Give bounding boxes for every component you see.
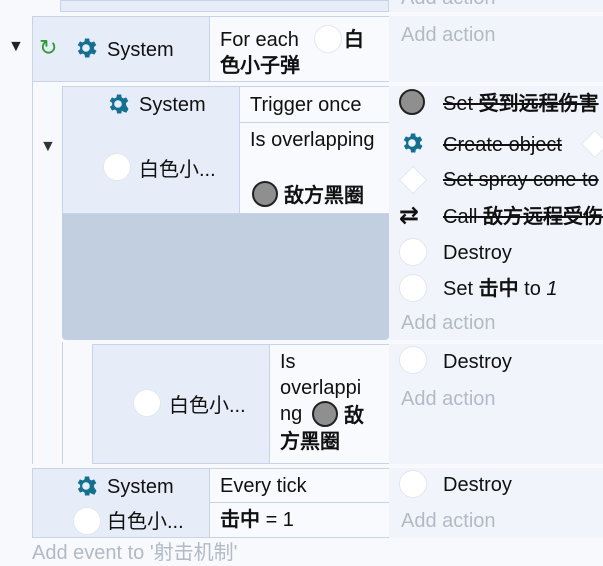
condition-cell[interactable]: Every tick xyxy=(209,469,389,503)
add-action-link[interactable]: Add action xyxy=(401,510,496,532)
object-icon xyxy=(73,507,101,535)
prev-actions: Add action xyxy=(389,0,603,12)
action-row[interactable]: Destroy xyxy=(389,468,603,502)
action-text: Call 敌方远程受伤 xyxy=(443,206,603,228)
condition-target: 敌方黑圈 xyxy=(284,185,364,207)
add-action-link[interactable]: Add action xyxy=(401,24,496,46)
condition-text: For each xyxy=(220,29,299,51)
object-icon xyxy=(398,165,428,195)
object-icon xyxy=(399,274,427,302)
object-label: System xyxy=(107,39,174,61)
object-icon xyxy=(312,401,338,427)
action-row[interactable]: Create object xyxy=(389,126,603,162)
object-icon xyxy=(399,89,425,115)
indent-guide xyxy=(32,82,33,464)
object-icon xyxy=(252,181,278,207)
sub-event-conditions[interactable]: 白色小... Is overlappi ng 敌 方黑圈 xyxy=(92,344,389,464)
gear-icon xyxy=(77,38,97,58)
sub-event-conditions[interactable]: System Trigger once 白色小... Is overlappin… xyxy=(62,86,389,214)
action-text: Set 受到远程伤害 xyxy=(443,93,599,115)
condition-text: 击中 = 1 xyxy=(220,509,294,531)
action-row[interactable]: Set spray cone to xyxy=(389,164,603,196)
add-action-link[interactable]: Add action xyxy=(401,388,496,410)
condition-cell[interactable]: Trigger once xyxy=(239,87,389,123)
condition-text: Every tick xyxy=(220,475,307,497)
action-text: Destroy xyxy=(443,474,512,496)
condition-object-cell: ↻ System xyxy=(33,17,209,81)
indent-guide xyxy=(62,342,63,464)
object-label: 白色小... xyxy=(107,511,184,533)
event-conditions[interactable]: System 白色小... Every tick 击中 = 1 xyxy=(32,468,389,538)
add-action-link[interactable]: Add action xyxy=(401,312,496,334)
condition-cell[interactable]: 击中 = 1 xyxy=(209,503,389,537)
action-text: Set 击中 to 1 xyxy=(443,278,558,300)
event-actions: Destroy Add action xyxy=(389,468,603,538)
object-label: 白色小... xyxy=(139,159,216,181)
action-row[interactable]: Set 受到远程伤害 xyxy=(389,86,603,122)
object-icon xyxy=(399,346,427,374)
loop-icon: ↻ xyxy=(39,35,58,60)
event-conditions[interactable]: ↻ System For each 白色小子弹 xyxy=(32,16,389,82)
action-row[interactable]: ⇄ Call 敌方远程受伤 xyxy=(389,200,603,234)
action-text: Create object xyxy=(443,134,562,156)
collapse-toggle-icon[interactable]: ▼ xyxy=(8,38,24,55)
object-icon xyxy=(133,389,161,417)
condition-text: Is xyxy=(280,351,296,373)
add-action-link[interactable]: Add action xyxy=(401,0,496,11)
object-icon xyxy=(314,25,342,53)
object-icon xyxy=(103,153,131,181)
condition-text: overlappi xyxy=(280,377,362,399)
collapse-toggle-icon[interactable]: ▼ xyxy=(40,138,56,155)
condition-cell[interactable]: Is overlappi ng 敌 方黑圈 xyxy=(269,345,389,463)
condition-cell[interactable]: Is overlapping 敌方黑圈 xyxy=(239,123,389,213)
object-icon xyxy=(399,238,427,266)
object-label: System xyxy=(139,94,206,116)
action-row[interactable]: Destroy xyxy=(389,344,603,378)
condition-text: ng xyxy=(280,403,303,425)
action-text: Set spray cone to xyxy=(443,169,599,191)
condition-target: 方黑圈 xyxy=(280,431,340,453)
action-row[interactable]: Destroy xyxy=(389,236,603,270)
condition-text: Is overlapping xyxy=(250,129,375,151)
condition-object: 白色小子弹 xyxy=(220,29,364,77)
condition-target: 敌 xyxy=(344,405,364,427)
add-event-link[interactable]: Add event to '射击机制' xyxy=(32,542,238,564)
action-text: Destroy xyxy=(443,242,512,264)
object-icon xyxy=(399,470,427,498)
object-icon xyxy=(580,129,603,159)
condition-text: Trigger once xyxy=(250,94,362,116)
prev-event-block xyxy=(60,0,389,12)
event-actions: Add action xyxy=(389,16,603,82)
gear-icon xyxy=(109,94,129,114)
action-row[interactable]: Set 击中 to 1 xyxy=(389,272,603,306)
call-function-icon: ⇄ xyxy=(399,202,420,229)
condition-cell[interactable]: For each 白色小子弹 xyxy=(209,17,389,81)
gear-icon xyxy=(77,476,97,496)
gear-icon xyxy=(403,133,423,153)
object-label: System xyxy=(107,476,174,498)
sub-event-actions: Destroy Add action xyxy=(389,344,603,464)
sub-event-actions: Set 受到远程伤害 Create object Set spray cone … xyxy=(389,86,603,340)
object-label: 白色小... xyxy=(169,395,246,417)
action-text: Destroy xyxy=(443,351,512,373)
